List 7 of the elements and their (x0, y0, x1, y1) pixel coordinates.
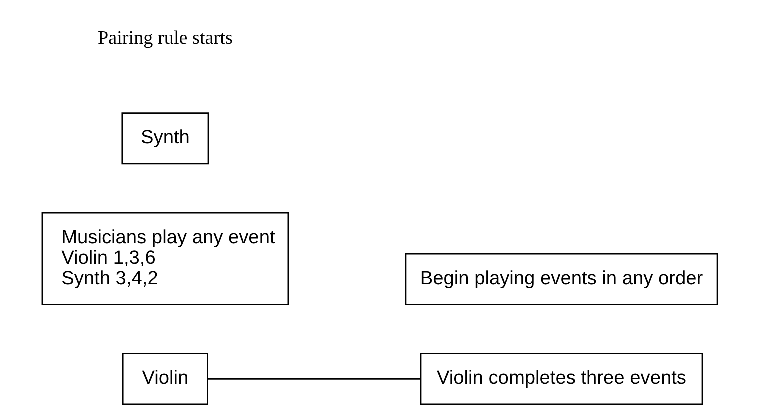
node-box: Violin completes three events (420, 353, 703, 406)
node-box: Violin (122, 353, 208, 406)
node-box: Begin playing events in any order (404, 253, 718, 306)
connector (207, 378, 420, 380)
node-box: Musicians play any event Violin 1,3,6 Synth 3,4,2 (41, 212, 289, 306)
node-box: Synth (121, 112, 209, 165)
label: Pairing rule starts (97, 28, 232, 49)
